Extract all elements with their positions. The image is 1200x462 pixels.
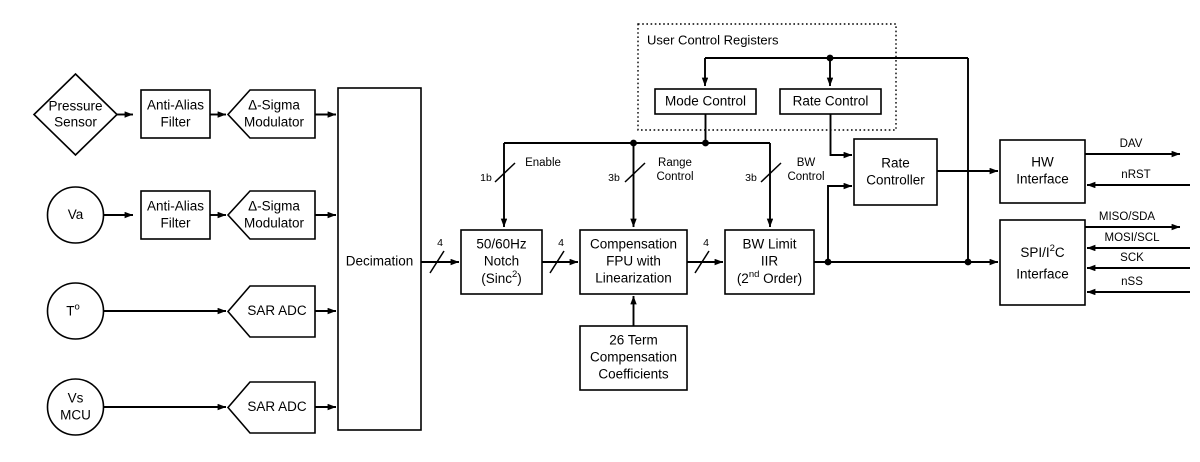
bus-slash-decimation-out [429,250,445,274]
signal-width-bw-control: 3b [745,172,757,184]
link-rate-control-to-rate-controller [829,114,853,159]
anti-alias-filter-1-label-line1: Anti-Alias [147,98,204,113]
modulator-1-label-line2: Modulator [244,115,305,130]
coefficients-label-line3: Coefficients [598,367,669,382]
compensation-label-line1: Compensation [590,237,677,252]
sar-adc-1-label: SAR ADC [247,303,307,318]
bus-slash-notch-out [549,250,565,274]
bus-width-compensation-out: 4 [703,237,709,249]
vs-mcu-label-line2: MCU [60,408,91,423]
sar-adc-1-shape [226,285,316,338]
bw-limit-iir-box [724,229,815,295]
decimation-box [337,87,422,431]
link-bwlimit-to-rate-controller [827,182,853,262]
pin-label-nss: nSS [1121,276,1143,288]
temperature-source-label: To [66,301,80,318]
bus-slash-enable [494,162,516,183]
coefficients-label-line1: 26 Term [609,333,658,348]
pressure-sensor-label-line2: Sensor [54,115,97,130]
notch-filter-box [460,229,543,295]
pressure-sensor-label-line1: Pressure [48,99,102,114]
rate-controller-label-line1: Rate [881,156,910,171]
rate-controller-box [853,138,938,206]
notch-label-line2: Notch [484,254,519,269]
user-control-registers-group [637,23,897,131]
anti-alias-filter-2-label-line1: Anti-Alias [147,199,204,214]
signal-label-bw-control-line1: BW [797,157,816,169]
rate-control-box [779,88,882,115]
sar-adc-2-shape [226,381,316,434]
pin-label-mosi-scl: MOSI/SCL [1105,232,1161,244]
spi-i2c-label-line1: SPI/I2C [1020,243,1065,260]
user-control-registers-label: User Control Registers [647,32,779,47]
vs-mcu-label-line1: Vs [68,391,84,406]
junction-dot-register-bus [826,54,834,62]
pressure-sensor-shape [32,72,119,157]
bus-slash-range-control [624,162,646,183]
junction-dot-spine-spi [964,258,972,266]
mode-control-label: Mode Control [665,94,746,109]
modulator-1-label-line1: Δ-Sigma [248,98,300,113]
bw-limit-label-line1: BW Limit [743,237,797,252]
bw-limit-label-line2: IIR [761,254,779,269]
bw-limit-label-line3: (2nd Order) [737,269,802,286]
pin-label-dav: DAV [1120,138,1143,150]
pin-label-miso-sda: MISO/SDA [1099,211,1156,223]
bus-slash-compensation-out [694,250,710,274]
spi-i2c-label-line2: Interface [1016,267,1069,282]
rate-controller-label-line2: Controller [866,173,925,188]
junction-dot-bwlimit-out [824,258,832,266]
anti-alias-filter-2-label-line2: Filter [161,216,192,231]
signal-label-enable: Enable [525,157,561,169]
signal-label-range-control-line1: Range [658,157,692,169]
coefficients-label-line2: Compensation [590,350,677,365]
junction-dot-mode-bus [702,139,709,147]
bus-width-decimation-out: 4 [437,237,443,249]
mode-control-box [654,88,757,115]
signal-width-range-control: 3b [608,172,620,184]
anti-alias-filter-1-box [140,89,211,139]
sar-adc-2-label: SAR ADC [247,399,307,414]
signal-label-range-control-line2: Control [656,171,693,183]
hw-interface-label-line2: Interface [1016,172,1069,187]
notch-label-line1: 50/60Hz [476,237,527,252]
signal-label-bw-control-line2: Control [787,171,824,183]
hw-interface-label-line1: HW [1031,155,1054,170]
compensation-label-line3: Linearization [595,271,672,286]
delta-sigma-modulator-2-shape [226,190,316,240]
anti-alias-filter-1-label-line2: Filter [161,115,192,130]
modulator-2-label-line2: Modulator [244,216,305,231]
pin-label-nrst: nRST [1121,169,1150,181]
delta-sigma-modulator-1-shape [226,89,316,139]
va-source-label: Va [68,207,84,222]
signal-width-enable: 1b [480,172,492,184]
bus-width-notch-out: 4 [558,237,564,249]
hw-interface-box [999,139,1086,204]
compensation-label-line2: FPU with [606,254,661,269]
bus-slash-bw-control [760,162,782,183]
pin-label-sck: SCK [1120,252,1144,264]
rate-control-label: Rate Control [793,94,869,109]
spi-i2c-interface-box [999,219,1086,306]
decimation-label: Decimation [346,254,414,269]
notch-label-line3: (Sinc2) [481,269,522,286]
modulator-2-label-line1: Δ-Sigma [248,199,300,214]
